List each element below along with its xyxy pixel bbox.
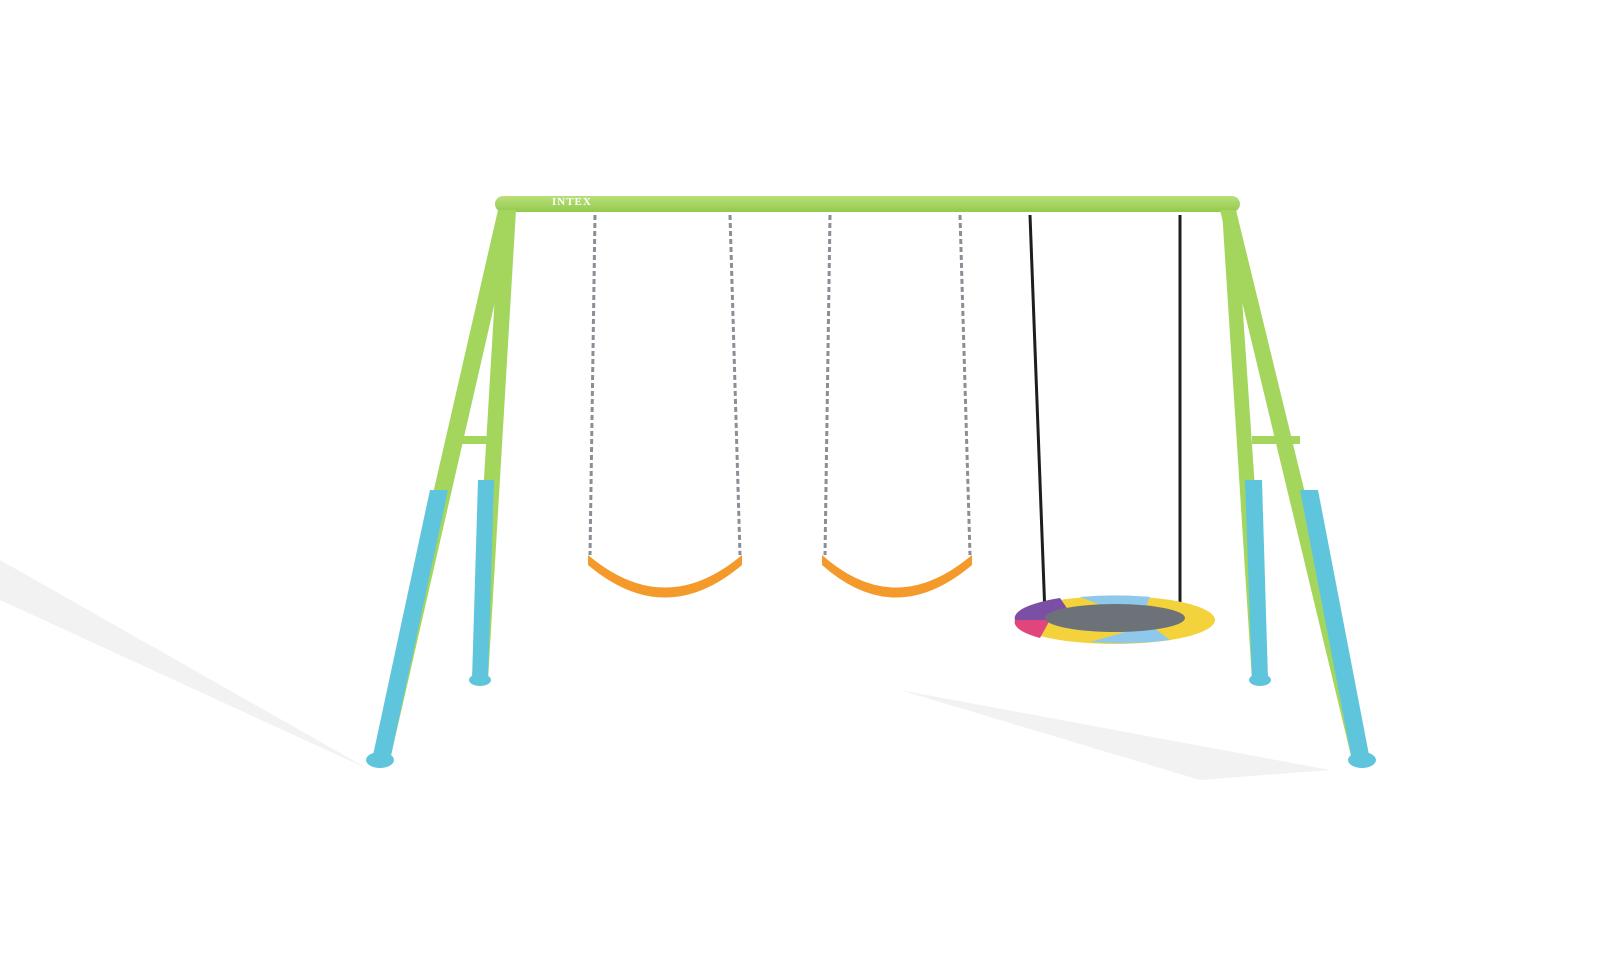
top-bar bbox=[495, 196, 1240, 212]
belt-swing-left bbox=[588, 214, 742, 556]
saucer-swing bbox=[1028, 214, 1182, 616]
belt-swing-right bbox=[823, 214, 972, 556]
brand-label: INTEX bbox=[552, 196, 592, 208]
ground-shadow bbox=[0, 560, 1330, 780]
